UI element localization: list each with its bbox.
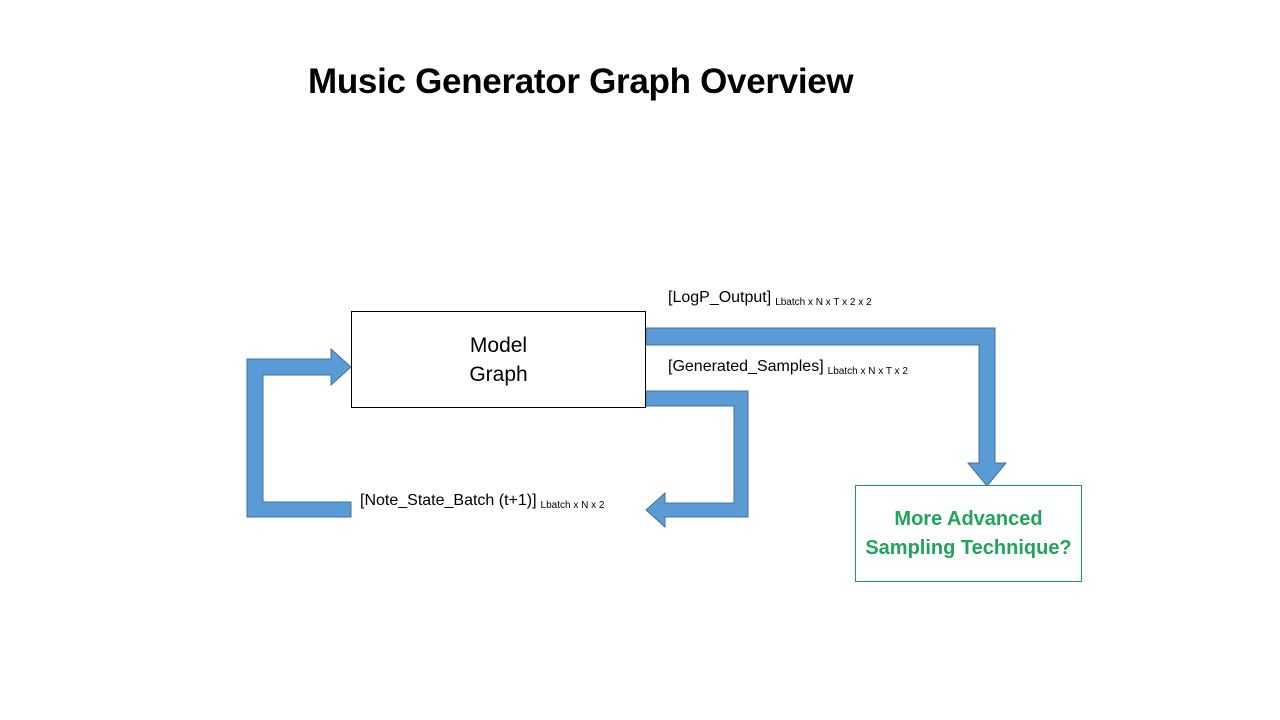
model-graph-label-line1: Model xyxy=(469,333,528,357)
sampling-technique-label-line2: Sampling Technique? xyxy=(865,536,1072,559)
sampling-technique-node: More Advanced Sampling Technique? xyxy=(855,485,1082,582)
sampling-technique-label-line1: More Advanced xyxy=(894,507,1043,530)
logp-output-label: [LogP_Output]Lbatch x N x T x 2 x 2 xyxy=(668,289,872,308)
model-graph-node: Model Graph xyxy=(351,311,646,408)
note-state-batch-dimensions: Lbatch x N x 2 xyxy=(540,500,605,511)
note-state-batch-label-text: [Note_State_Batch (t+1)] xyxy=(360,492,537,509)
page-title: Music Generator Graph Overview xyxy=(308,62,854,101)
logp-output-dimensions: Lbatch x N x T x 2 x 2 xyxy=(775,297,872,308)
logp-output-arrow xyxy=(645,327,1008,487)
note-state-batch-label: [Note_State_Batch (t+1)]Lbatch x N x 2 xyxy=(360,492,605,511)
model-graph-label-line2: Graph xyxy=(469,362,528,386)
generated-samples-arrow xyxy=(645,390,749,529)
note-state-feedback-arrow xyxy=(246,347,352,518)
generated-samples-label-text: [Generated_Samples] xyxy=(668,358,824,375)
logp-output-label-text: [LogP_Output] xyxy=(668,289,772,306)
generated-samples-dimensions: Lbatch x N x T x 2 xyxy=(827,366,908,377)
generated-samples-label: [Generated_Samples]Lbatch x N x T x 2 xyxy=(668,358,908,377)
